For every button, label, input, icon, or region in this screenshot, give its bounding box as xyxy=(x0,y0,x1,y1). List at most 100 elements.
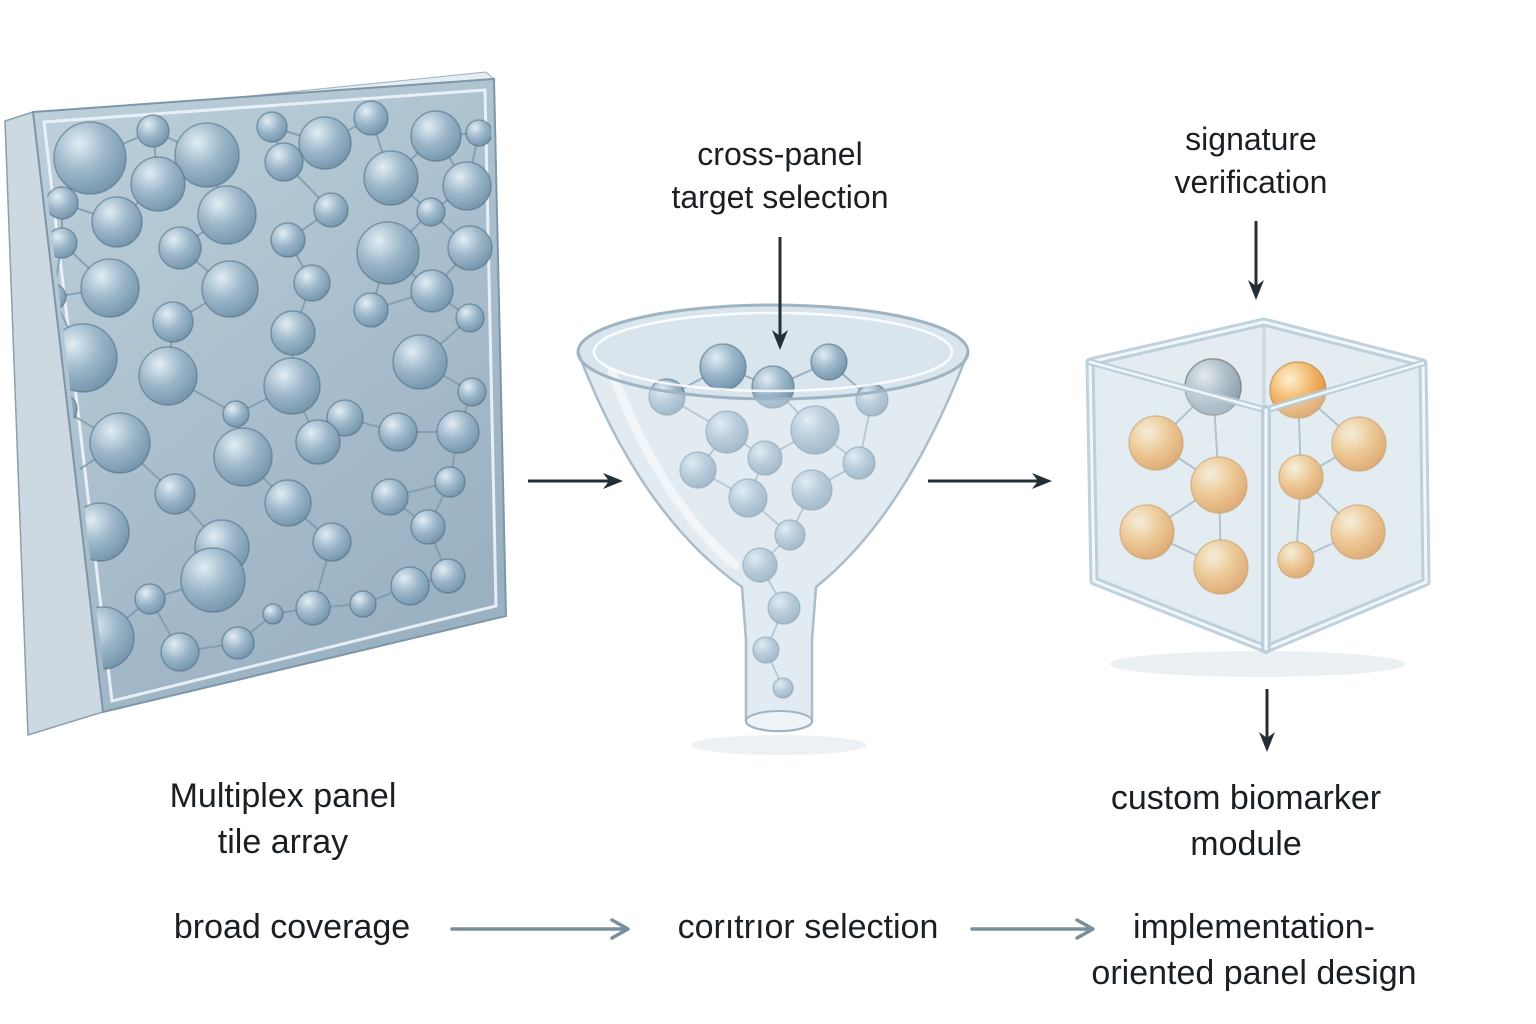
funnel-glass-front xyxy=(576,351,970,733)
panel-sphere xyxy=(353,292,389,328)
arrow-label-to-cube-head xyxy=(1248,280,1264,300)
label-line: corıtrıor selection xyxy=(677,908,939,946)
panel-sphere xyxy=(349,590,377,618)
funnel-sphere xyxy=(774,519,806,551)
panel-sphere xyxy=(295,419,341,465)
cube-left-glass xyxy=(1090,362,1266,649)
arrow-cube-to-caption-head xyxy=(1259,732,1275,752)
arrow-panel-to-funnel xyxy=(528,473,623,489)
panel-sphere xyxy=(180,547,246,613)
arrow-flow-mid-head xyxy=(1075,918,1095,940)
cube-sphere-left xyxy=(1128,415,1184,471)
cube-body xyxy=(1090,322,1426,649)
label-signature-verification: signature verification xyxy=(1175,118,1328,204)
label-line: oriented panel design xyxy=(1091,953,1417,992)
panel-sphere xyxy=(134,583,166,615)
label-multiplex-panel-tile-array: Multiplex panel tile array xyxy=(170,774,397,865)
label-line: Multiplex panel xyxy=(169,777,397,815)
panel-sphere xyxy=(263,357,321,415)
funnel-rim xyxy=(576,303,970,401)
cube-sphere-left xyxy=(1190,456,1248,514)
panel-sphere xyxy=(313,192,349,228)
panel-sphere xyxy=(270,310,316,356)
panel-sphere xyxy=(436,410,480,454)
arrow-flow-mid xyxy=(970,918,1095,940)
panel-sphere xyxy=(447,225,493,271)
panel-sphere xyxy=(410,509,446,545)
panel-sphere xyxy=(160,632,200,672)
funnel-highlight xyxy=(607,367,740,570)
label-line: signature xyxy=(1185,121,1317,157)
panel-sphere xyxy=(392,334,448,390)
cube-sphere-left xyxy=(1119,504,1175,560)
cube-sphere-right xyxy=(1278,454,1324,500)
arrow-label-to-funnel-head xyxy=(772,330,788,350)
funnel-sphere xyxy=(842,446,876,480)
panel-sphere xyxy=(410,110,462,162)
panel-sphere xyxy=(363,150,419,206)
funnel-sphere xyxy=(752,636,780,664)
funnel-tube-bottom xyxy=(745,710,813,732)
cube-sphere-right xyxy=(1277,541,1315,579)
funnel-sphere xyxy=(648,378,686,416)
cube-frame-highlight xyxy=(1088,320,1428,651)
arrow-funnel-to-cube-head xyxy=(1032,473,1052,489)
panel-sphere xyxy=(45,186,79,220)
cube-sphere-right xyxy=(1331,416,1387,472)
panel-sphere xyxy=(80,258,140,318)
label-custom-biomarker-module: custom biomarker module xyxy=(1111,776,1381,867)
panel-sphere xyxy=(442,161,492,211)
panel-sphere xyxy=(434,466,466,498)
label-broad-coverage: broad coverage xyxy=(174,905,410,951)
funnel-sphere xyxy=(772,677,794,699)
funnel-sphere xyxy=(699,343,747,391)
panel-sphere xyxy=(136,114,170,148)
panel-sphere xyxy=(222,400,250,428)
panel-sphere xyxy=(378,412,418,452)
arrow-flow-left xyxy=(450,918,630,940)
panel-sphere xyxy=(270,222,306,258)
panel-sphere xyxy=(353,100,389,136)
funnel-sphere xyxy=(728,478,768,518)
cube-shadow xyxy=(1110,651,1406,677)
funnel-body xyxy=(578,352,968,731)
panel-sphere xyxy=(416,197,446,227)
panel-sphere xyxy=(264,479,312,527)
panel-sphere xyxy=(262,603,284,625)
panel-sphere xyxy=(356,221,420,285)
panel-sphere xyxy=(91,196,143,248)
label-line: module xyxy=(1190,824,1302,863)
label-line: custom biomarker xyxy=(1110,779,1382,817)
arrow-label-to-funnel xyxy=(772,237,788,350)
panel-sphere xyxy=(457,377,487,407)
panel-sphere xyxy=(293,264,331,302)
panel-sphere xyxy=(371,478,409,516)
panel-sphere xyxy=(152,301,194,343)
label-cross-panel-target-selection: cross-panel target selection xyxy=(671,133,888,219)
label-line: cross-panel xyxy=(697,136,863,172)
label-implementation-oriented-panel-design: implementation- oriented panel design xyxy=(1091,905,1416,996)
panel-sphere xyxy=(174,122,240,188)
arrow-funnel-to-cube xyxy=(928,473,1052,489)
cube-sphere-left xyxy=(1193,539,1249,595)
panel-sphere xyxy=(154,473,196,515)
label-line: target selection xyxy=(671,178,889,215)
funnel-sphere xyxy=(705,410,749,454)
funnel-shadow xyxy=(691,735,867,755)
panel-sphere xyxy=(138,346,198,406)
label-line: broad coverage xyxy=(173,908,411,946)
panel-sphere xyxy=(158,226,202,270)
panel-sphere xyxy=(221,626,255,660)
panel-sphere xyxy=(410,269,454,313)
label-corridor-selection: corıtrıor selection xyxy=(678,905,939,951)
cube-top-edge-highlight xyxy=(1088,360,1268,412)
panel-sphere xyxy=(264,142,304,182)
panel-sphere xyxy=(197,185,257,245)
panel-sphere xyxy=(298,116,352,170)
funnel-sphere xyxy=(679,451,717,489)
label-line: verification xyxy=(1174,163,1328,200)
panel-sphere xyxy=(326,399,364,437)
panel-sphere xyxy=(465,119,493,147)
panel-sphere xyxy=(455,303,485,333)
